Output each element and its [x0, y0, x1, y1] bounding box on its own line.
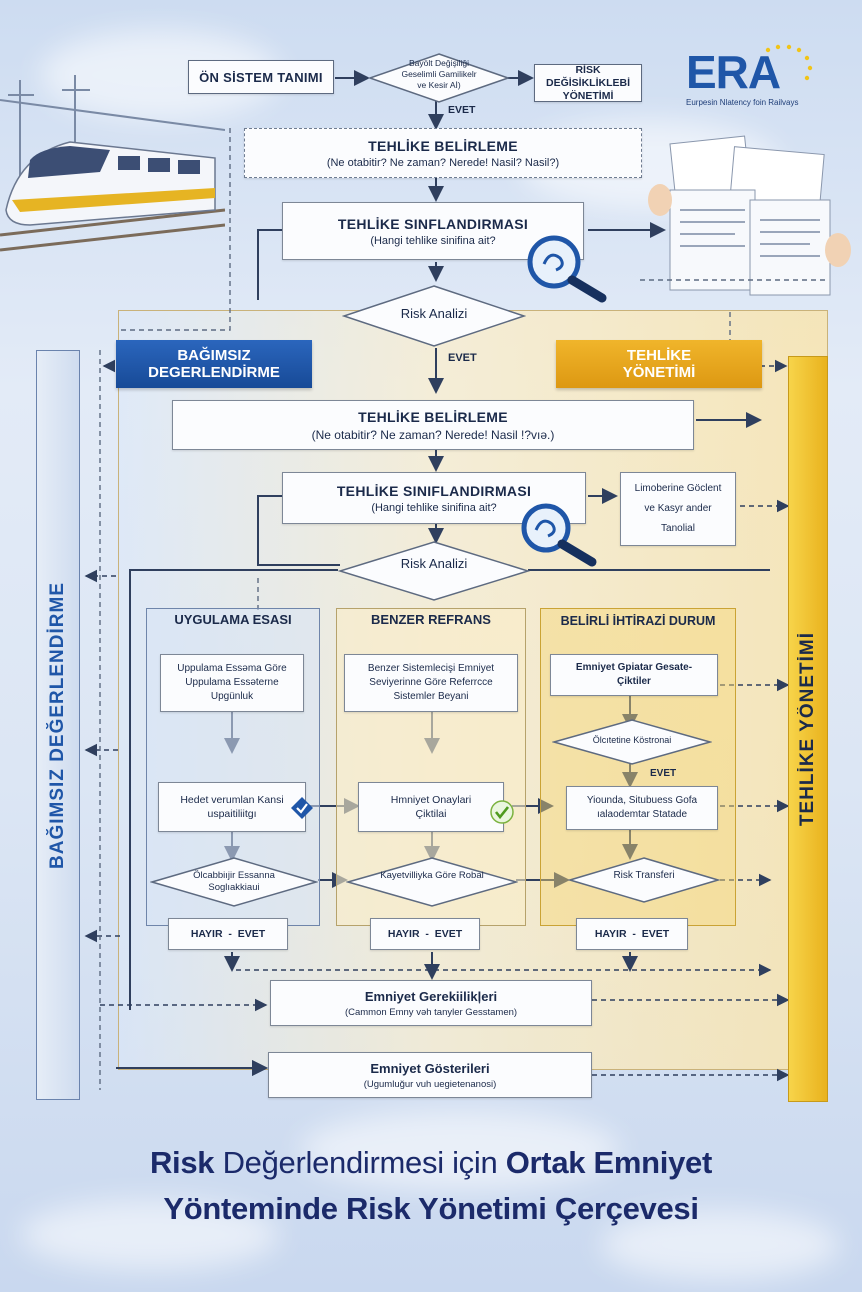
column-1-box-2: Hedet verumlan Kansi uspaitiliitgı — [158, 782, 306, 832]
caption-word-risk: Risk — [149, 1145, 215, 1180]
top-yes-label: EVET — [448, 104, 476, 116]
upper-risk-analysis-label: Risk Analizi — [400, 306, 468, 321]
safety-demonstration-title: Emniyet Gösterileri — [370, 1060, 490, 1076]
column-1-box-1-text: Uppulama Essəma Göre Uppulama Essəterne … — [177, 663, 287, 702]
magnifier-icon — [521, 503, 597, 567]
column-3-header: BELİRLİ İHTİRAZİ DURUM — [560, 614, 716, 628]
safety-requirements-box: Emniyet Gerekiilikļeri (Cammon Emny vəh … — [270, 980, 592, 1026]
right-hazard-management-bar: TEHLİKE YÖNETİMİ — [788, 356, 828, 1102]
column-3-box-2-text: Yiounda, Situbuess Gofa ıalaodemtar Stat… — [586, 795, 698, 820]
column-2-box-2-text: Hmniyet Onaylari Çiktilai — [390, 794, 472, 820]
change-decision-text: Bayölt Değişiliği Geselimli Gamilikelr v… — [401, 58, 477, 90]
logo-letters: ERA — [686, 46, 781, 98]
risk-transfer-diamond — [568, 857, 720, 903]
upper-hazard-identification-title: TEHLİKE BELİRLEME — [368, 137, 518, 154]
change-decision-diamond — [368, 53, 510, 103]
middle-risk-analysis-label: Risk Analizi — [400, 556, 468, 571]
checkmark-icon — [490, 800, 514, 824]
upper-hazard-identification-box: TEHLİKE BELİRLEME (Ne otabitir? Ne zaman… — [244, 128, 642, 178]
caption-word-common-safety: Ortak Emniyet — [505, 1145, 713, 1180]
column-3-result-box: HAYIR - EVET — [576, 918, 688, 950]
column-3-box-1-text: Emniyet Gpiatar Gesate- Çiktiler — [575, 662, 693, 687]
stars-icon — [765, 44, 813, 81]
change-management-box: RİSK DEĞİSİKLİKLEBİ YÖNETİMİ — [534, 64, 642, 102]
column-2-decision-diamond — [346, 857, 518, 907]
column-2-box-1-text: Benzer Sistemlecişi Emniyet Seviyerinne … — [367, 663, 495, 702]
middle-side-box-text: Limoberine Göclent ve Kasyr ander Tanoli… — [634, 483, 722, 534]
document-stack-illustration — [648, 135, 851, 296]
left-independent-assessment-bar: BAĞIMSIZ DEĞERLENDİRME — [36, 350, 80, 1100]
caption-line-2: Yönteminde Risk Yönetimi Çerçevesi — [163, 1191, 699, 1226]
column-2-decision-text: Kayetvilliyka Göre Robal — [380, 870, 484, 881]
caption-line-1: Risk Değerlendirmesi için Ortak Emniyet — [0, 1140, 862, 1186]
left-bar-label: BAĞIMSIZ DEĞERLENDİRME — [47, 581, 68, 869]
cloud — [20, 1200, 280, 1270]
middle-hazard-identification-subtitle: (Ne otabitir? Ne zaman? Nerede! Nasil !?… — [311, 427, 555, 442]
column-1-box-1: Uppulama Essəma Göre Uppulama Essəterne … — [160, 654, 304, 712]
upper-hazard-identification-subtitle: (Ne otabitir? Ne zaman? Nerede! Nasil? N… — [326, 156, 560, 169]
right-bar-label: TEHLİKE YÖNETİMİ — [797, 631, 818, 827]
caption: Risk Değerlendirmesi için Ortak Emniyet … — [0, 1140, 862, 1232]
column-2-header: BENZER REFRANS — [371, 612, 491, 627]
logo-subtitle: Eurpesin Nlatency foin Railvays — [686, 98, 799, 107]
column-1-result-text: HAYIR - EVET — [190, 928, 266, 940]
column-2-box-1: Benzer Sistemlecişi Emniyet Seviyerinne … — [344, 654, 518, 712]
safety-requirements-title: Emniyet Gerekiilikļeri — [364, 988, 498, 1004]
upper-yes-label: EVET — [448, 352, 477, 364]
column-1-decision-diamond — [150, 857, 318, 907]
column-3-result-text: HAYIR - EVET — [594, 928, 670, 940]
upper-risk-analysis-diamond — [342, 285, 526, 347]
column-1-decision-text: Ölcabbiıjir Essanna Soglıakkiaui — [193, 870, 275, 893]
column-3-decision-diamond — [552, 719, 712, 765]
independent-assessment-tag-label: BAĞIMSIZ DEGERLENDİRME — [148, 347, 280, 381]
upper-hazard-classification-title: TEHLİKE SINFLANDIRMASI — [337, 215, 529, 232]
cloud — [300, 1110, 620, 1190]
middle-hazard-classification-subtitle: (Hangi tehlike sinifina ait? — [371, 501, 497, 514]
column-1-box-2-text: Hedet verumlan Kansi uspaitiliitgı — [180, 794, 284, 820]
magnifier-icon — [527, 235, 607, 303]
upper-hazard-classification-subtitle: (Hangi tehlike sinifina ait? — [370, 234, 496, 247]
cloud — [600, 1210, 840, 1280]
column-2-result-text: HAYIR - EVET — [387, 928, 463, 940]
middle-hazard-identification-box: TEHLİKE BELİRLEME (Ne otabitir? Ne zaman… — [172, 400, 694, 450]
change-management-label: RİSK DEĞİSİKLİKLEBİ YÖNETİMİ — [545, 63, 630, 102]
column-2-box-2: Hmniyet Onaylari Çiktilai — [358, 782, 504, 832]
column-3-box-2: Yiounda, Situbuess Gofa ıalaodemtar Stat… — [566, 786, 718, 830]
system-definition-label: ÖN SİSTEM TANIMI — [199, 69, 323, 85]
column-3-decision-text: Ölcıtetine Köstronai — [592, 735, 672, 745]
middle-risk-analysis-diamond — [338, 541, 530, 601]
safety-demonstration-box: Emniyet Gösterileri (Ugumluğur vuh uegie… — [268, 1052, 592, 1098]
safety-requirements-subtitle: (Cammon Emny vəh tanyler Gesstamen) — [344, 1006, 518, 1018]
column-1-header: UYGULAMA ESASI — [174, 612, 292, 627]
risk-transfer-text: Risk Transferi — [613, 870, 675, 881]
middle-hazard-classification-title: TEHLİKE SINIFLANDIRMASI — [336, 482, 532, 499]
hazard-management-tag: TEHLİKE YÖNETİMİ — [556, 340, 762, 388]
independent-assessment-tag: BAĞIMSIZ DEGERLENDİRME — [116, 340, 312, 388]
middle-side-box: Limoberine Göclent ve Kasyr ander Tanoli… — [620, 472, 736, 546]
hazard-management-tag-label: TEHLİKE YÖNETİMİ — [622, 347, 696, 381]
column-3-box-1: Emniyet Gpiatar Gesate- Çiktiler — [550, 654, 718, 696]
column-3-yes-label: EVET — [650, 768, 677, 779]
safety-demonstration-subtitle: (Ugumluğur vuh uegietenanosi) — [363, 1078, 497, 1090]
column-2-result-box: HAYIR - EVET — [370, 918, 480, 950]
logo: ERA Eurpesin Nlatency foin Railvays — [686, 44, 826, 118]
system-definition-box: ÖN SİSTEM TANIMI — [188, 60, 334, 94]
train-illustration — [0, 75, 225, 252]
middle-hazard-identification-title: TEHLİKE BELİRLEME — [358, 408, 508, 425]
caption-middle: Değerlendirmesi için — [214, 1145, 506, 1180]
column-1-result-box: HAYIR - EVET — [168, 918, 288, 950]
diamond-check-icon — [291, 797, 313, 819]
